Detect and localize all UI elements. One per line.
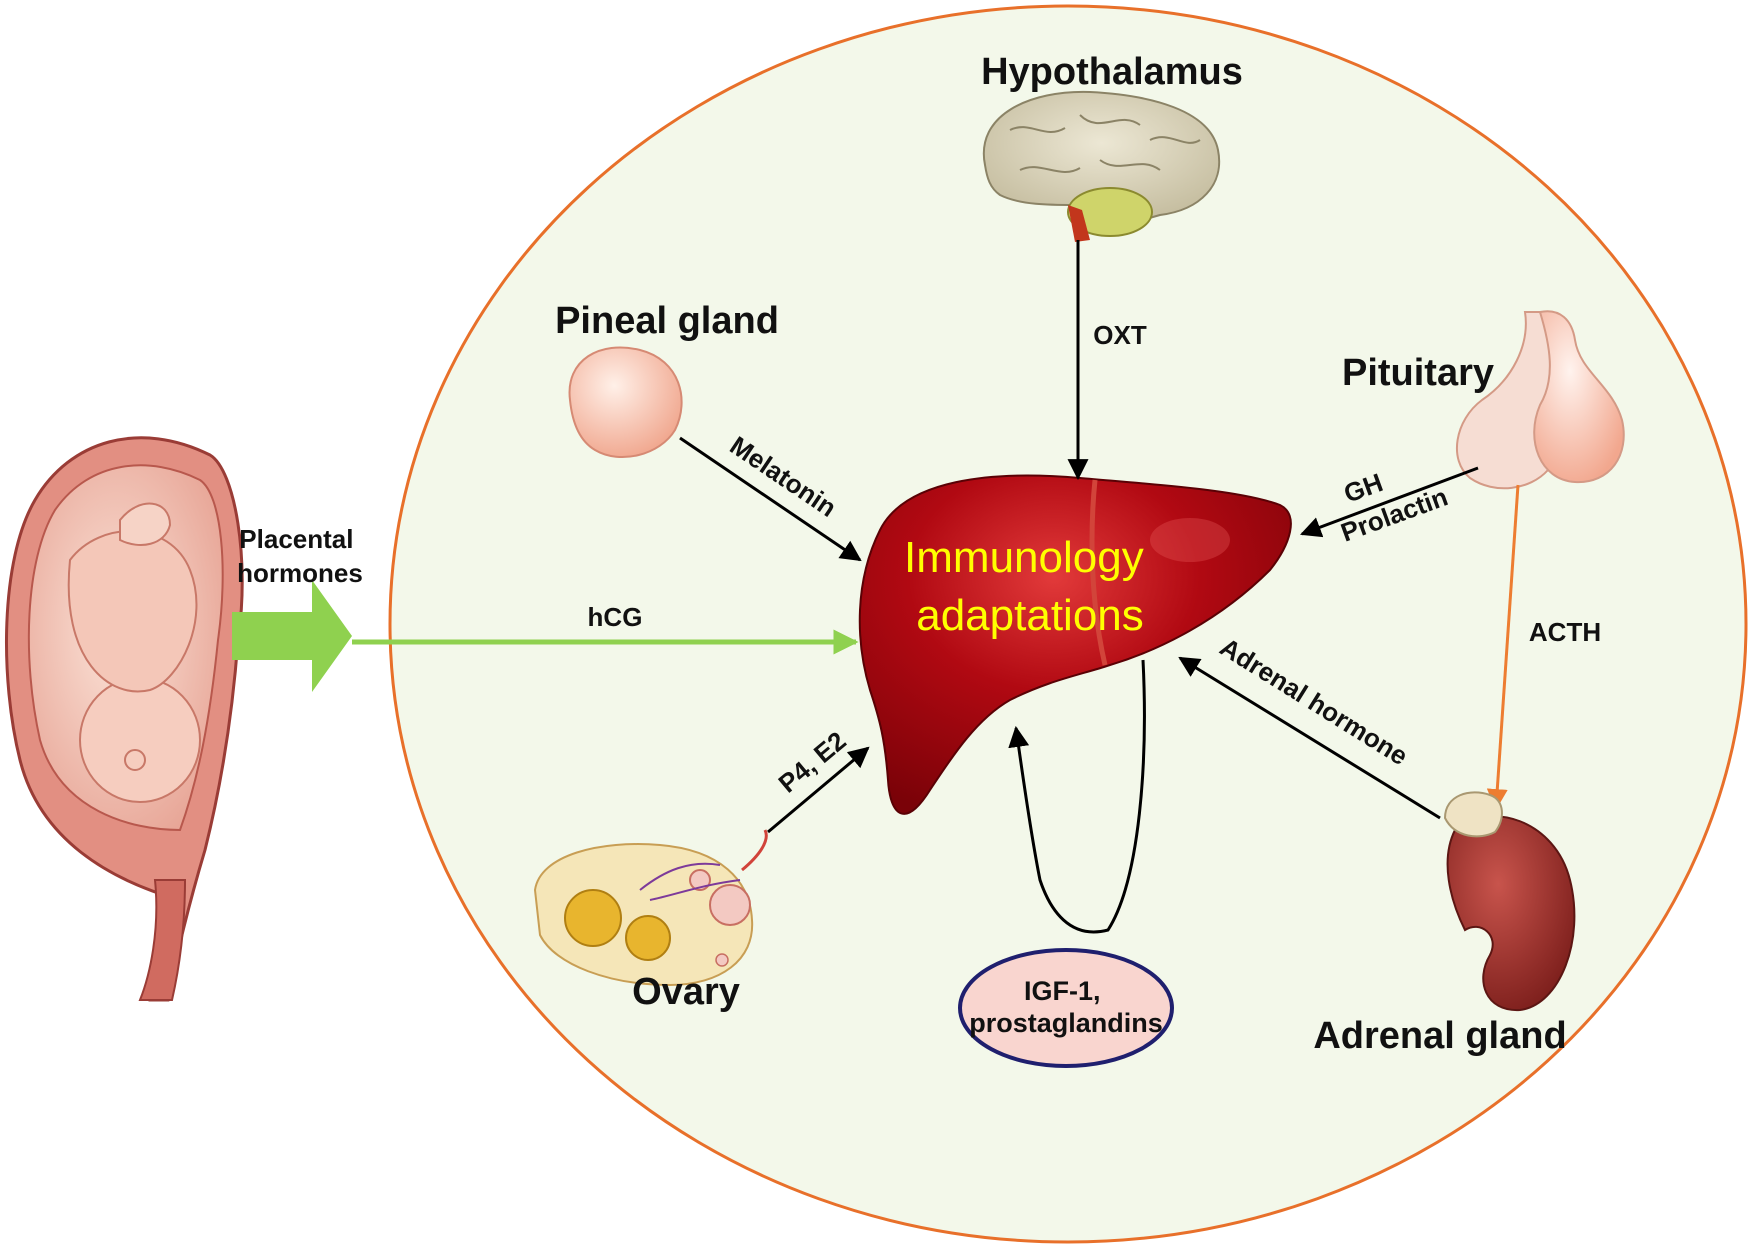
feedback-loop-arrow <box>1008 659 1146 934</box>
ovary-illustration <box>533 829 768 987</box>
melatonin-arrow <box>679 436 862 562</box>
adrenal-gland-title: Adrenal gland <box>1313 1015 1566 1057</box>
adrenal-hormone-arrow <box>1178 656 1441 820</box>
acth-arrow <box>1486 484 1520 811</box>
hcg-label: hCG <box>588 602 643 632</box>
gh-prolactin-arrow <box>1300 466 1479 538</box>
acth-label: ACTH <box>1529 617 1601 647</box>
brain-illustration <box>982 90 1221 242</box>
pituitary-title: Pituitary <box>1342 352 1494 394</box>
oxt-label: OXT <box>1093 320 1147 350</box>
liver <box>858 474 1292 815</box>
placental-hormones-label: Placental hormones <box>237 524 363 588</box>
ovary-title: Ovary <box>632 971 740 1013</box>
pineal-gland-title: Pineal gland <box>555 300 779 342</box>
pineal-gland-illustration <box>568 346 683 459</box>
pregnant-uterus-illustration <box>5 436 244 1002</box>
hypothalamus-title: Hypothalamus <box>981 51 1243 93</box>
feedback-oval <box>958 948 1174 1068</box>
center-label: Immunology adaptations <box>904 533 1156 640</box>
placental-hormones-arrow <box>232 580 352 692</box>
pituitary-illustration <box>1456 310 1625 490</box>
p4-e2-arrow <box>767 746 870 834</box>
feedback-label: IGF-1, prostaglandins <box>969 976 1163 1038</box>
adrenal-gland-illustration <box>1443 791 1576 1012</box>
